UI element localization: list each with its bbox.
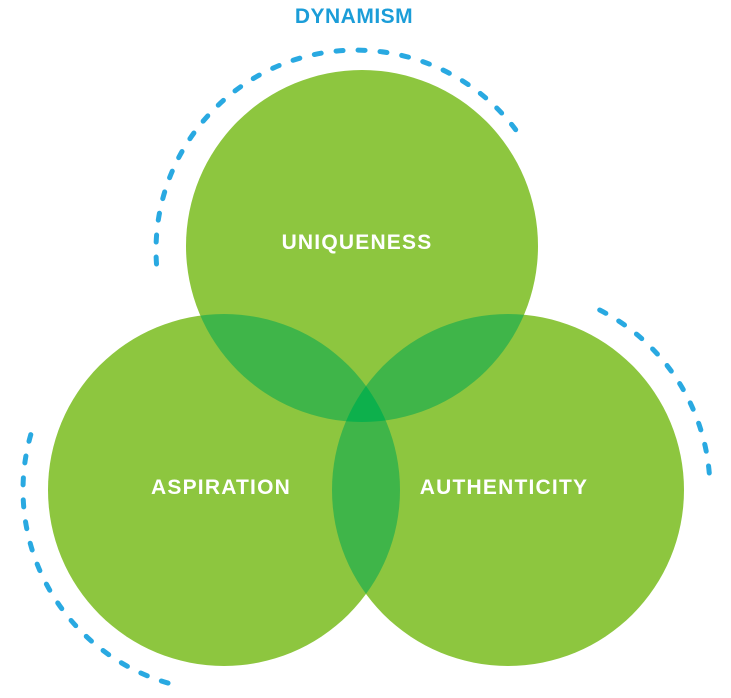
overlap-uniqueness-authenticity <box>332 314 538 422</box>
overlap-group-top-left <box>186 314 400 422</box>
label-authenticity: AUTHENTICITY <box>419 476 589 499</box>
diagram-title: DYNAMISM <box>294 5 414 28</box>
label-aspiration: ASPIRATION <box>151 476 291 499</box>
overlap-uniqueness-aspiration <box>186 314 400 422</box>
dashed-arc-bottom-left <box>20 432 185 690</box>
overlap-group-top-right <box>332 314 538 422</box>
dashed-arc-right <box>597 307 713 482</box>
label-uniqueness: UNIQUENESS <box>281 231 433 254</box>
